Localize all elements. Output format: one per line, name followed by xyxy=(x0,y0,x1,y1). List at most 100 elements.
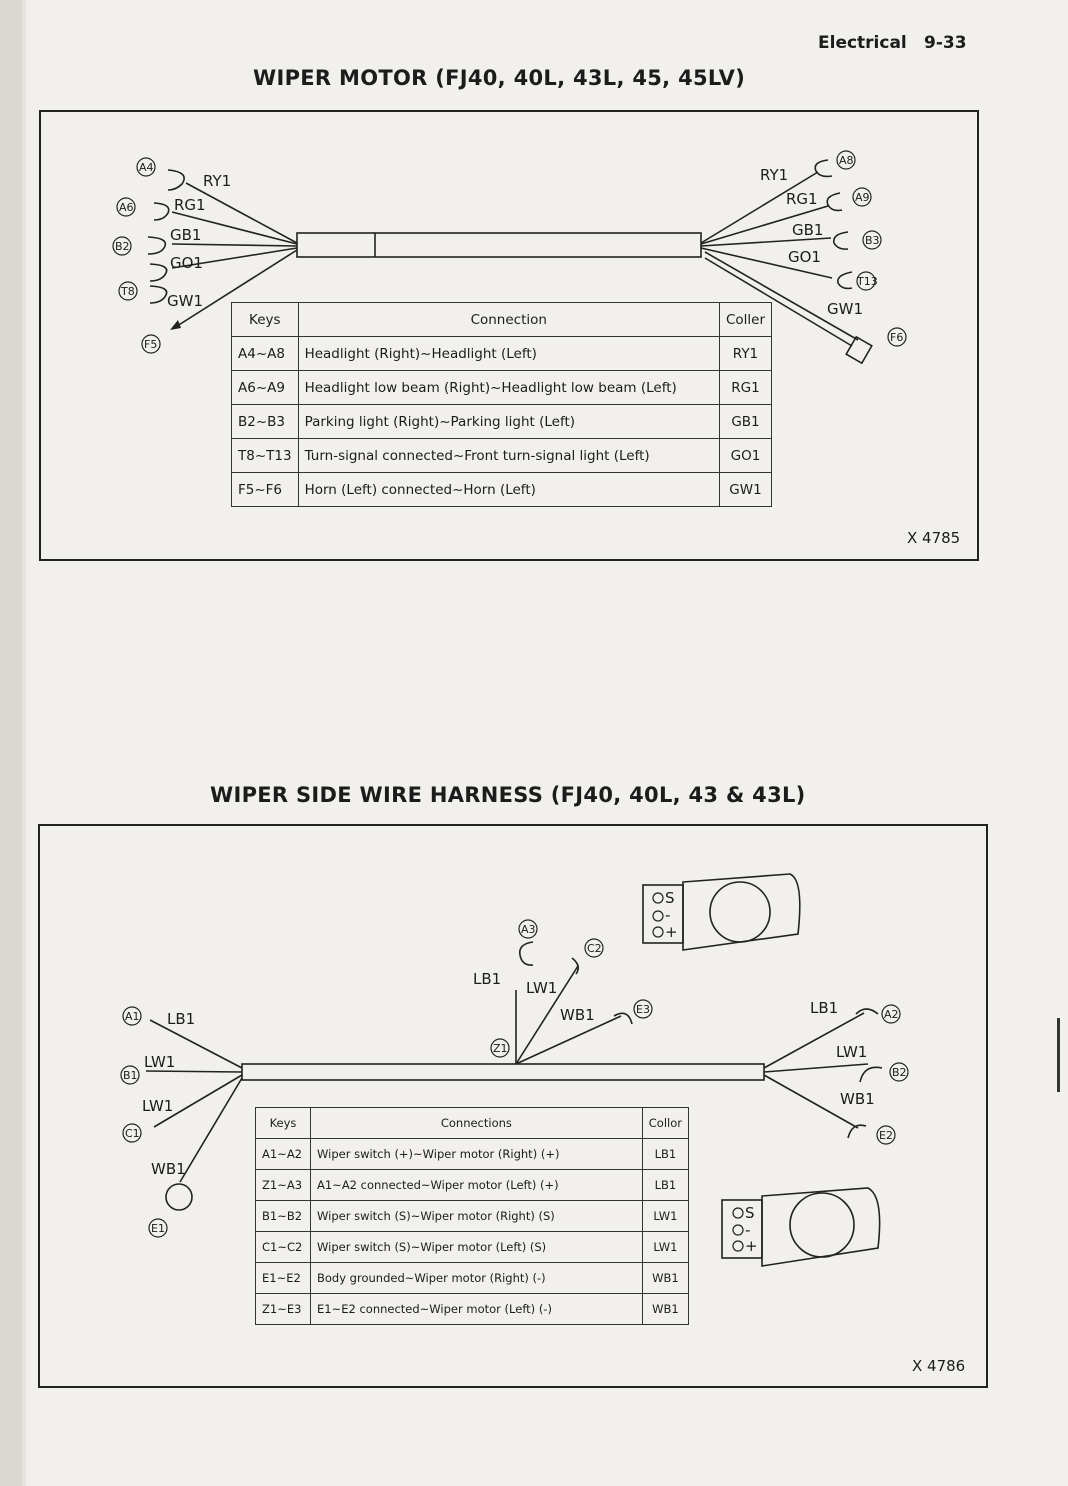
table-row: A6~A9 Headlight low beam (Right)~Headlig… xyxy=(231,370,773,405)
row-color: RG1 xyxy=(718,370,773,405)
wiper-harness-title: WIPER SIDE WIRE HARNESS (FJ40, 40L, 43 &… xyxy=(210,783,806,807)
side-harness-tube xyxy=(241,1063,765,1081)
header-connection: Connection xyxy=(297,302,720,337)
binding-mark xyxy=(1057,1018,1060,1092)
motor-right-wire-3: GB1 xyxy=(792,221,823,239)
row-connection: Body grounded~Wiper motor (Right) (-) xyxy=(310,1262,643,1294)
row-key: B1~B2 xyxy=(255,1200,311,1232)
harness-right-wire-3: WB1 xyxy=(840,1090,875,1108)
row-connection: Horn (Left) connected~Horn (Left) xyxy=(297,472,720,507)
row-connection: Wiper switch (S)~Wiper motor (Right) (S) xyxy=(310,1200,643,1232)
row-key: F5~F6 xyxy=(231,472,299,507)
harness-center-connector-2: A3 xyxy=(521,923,536,936)
row-connection: Turn-signal connected~Front turn-signal … xyxy=(297,438,720,473)
row-connection: Parking light (Right)~Parking light (Lef… xyxy=(297,404,720,439)
row-color: LW1 xyxy=(641,1200,690,1232)
harness-center-wire-2: LW1 xyxy=(526,979,557,997)
row-key: E1~E2 xyxy=(255,1262,311,1294)
row-connection: Headlight (Right)~Headlight (Left) xyxy=(297,336,720,371)
table-row: A1~A2 Wiper switch (+)~Wiper motor (Righ… xyxy=(255,1138,690,1170)
table-header-row: Keys Connection Coller xyxy=(231,302,773,337)
wiper-harness-frame xyxy=(38,824,988,1388)
row-color: LB1 xyxy=(641,1138,690,1170)
row-color: LB1 xyxy=(641,1169,690,1201)
harness-center-connector-4: E3 xyxy=(636,1003,650,1016)
row-color: WB1 xyxy=(641,1293,690,1325)
motor1-terminal-s: S xyxy=(665,889,675,907)
harness-left-connector-4: E1 xyxy=(151,1222,165,1235)
row-key: A1~A2 xyxy=(255,1138,311,1170)
harness-right-connector-3: E2 xyxy=(879,1129,893,1142)
motor-left-wire-2: RG1 xyxy=(174,196,206,214)
row-key: A4~A8 xyxy=(231,336,299,371)
harness-right-connector-1: A2 xyxy=(884,1008,899,1021)
motor2-terminal-minus: - xyxy=(745,1221,750,1239)
harness-center-connector-3: C2 xyxy=(587,942,602,955)
row-key: T8~T13 xyxy=(231,438,299,473)
wiper-motor-key-table: Keys Connection Coller A4~A8 Headlight (… xyxy=(231,302,773,507)
row-color: WB1 xyxy=(641,1262,690,1294)
header-color: Collor xyxy=(641,1107,690,1139)
motor-right-connector-4: T13 xyxy=(856,275,878,288)
motor-left-wire-3: GB1 xyxy=(170,226,201,244)
motor-right-wire-5: GW1 xyxy=(827,300,863,318)
motor-right-wire-4: GO1 xyxy=(788,248,821,266)
motor-left-wire-4: GO1 xyxy=(170,254,203,272)
motor-left-connector-5: F5 xyxy=(144,338,157,351)
wiper-motor-figure-number: X 4785 xyxy=(907,529,961,547)
motor-left-connector-1: A4 xyxy=(139,161,154,174)
motor1-terminal-plus: + xyxy=(665,923,678,941)
motor-right-wire-1: RY1 xyxy=(760,166,788,184)
page-number: 9-33 xyxy=(924,33,967,53)
row-color: GB1 xyxy=(718,404,773,439)
motor-left-connector-2: A6 xyxy=(119,201,134,214)
harness-left-wire-2: LW1 xyxy=(144,1053,175,1071)
motor-right-wire-2: RG1 xyxy=(786,190,818,208)
motor-right-connector-5: F6 xyxy=(890,331,903,344)
motor2-terminal-s: S xyxy=(745,1204,755,1222)
harness-right-connector-2: B2 xyxy=(892,1066,907,1079)
header-keys: Keys xyxy=(255,1107,311,1139)
motor-harness-tube xyxy=(296,232,702,258)
row-connection: Wiper switch (+)~Wiper motor (Right) (+) xyxy=(310,1138,643,1170)
row-connection: A1~A2 connected~Wiper motor (Left) (+) xyxy=(310,1169,643,1201)
header-keys: Keys xyxy=(231,302,299,337)
harness-left-wire-3: LW1 xyxy=(142,1097,173,1115)
motor-right-connector-3: B3 xyxy=(865,234,880,247)
harness-left-wire-1: LB1 xyxy=(167,1010,195,1028)
motor-left-wire-5: GW1 xyxy=(167,292,203,310)
section-name: Electrical xyxy=(818,33,907,53)
motor1-terminal-minus: - xyxy=(665,906,670,924)
row-key: A6~A9 xyxy=(231,370,299,405)
harness-center-wire-1: LB1 xyxy=(473,970,501,988)
motor-left-wire-1: RY1 xyxy=(203,172,231,190)
wiper-motor-frame xyxy=(39,110,979,561)
row-connection: Headlight low beam (Right)~Headlight low… xyxy=(297,370,720,405)
table-row: Z1~E3 E1~E2 connected~Wiper motor (Left)… xyxy=(255,1293,690,1325)
header-color: Coller xyxy=(718,302,773,337)
row-color: GW1 xyxy=(718,472,773,507)
table-header-row: Keys Connections Collor xyxy=(255,1107,690,1139)
table-row: C1~C2 Wiper switch (S)~Wiper motor (Left… xyxy=(255,1231,690,1263)
page-gutter-edge xyxy=(22,0,26,1486)
table-row: T8~T13 Turn-signal connected~Front turn-… xyxy=(231,438,773,473)
motor-left-connector-3: B2 xyxy=(115,240,130,253)
motor-left-connector-4: T8 xyxy=(120,285,135,298)
table-row: A4~A8 Headlight (Right)~Headlight (Left)… xyxy=(231,336,773,371)
harness-center-wire-3: WB1 xyxy=(560,1006,595,1024)
wiper-harness-key-table: Keys Connections Collor A1~A2 Wiper swit… xyxy=(255,1107,690,1325)
header-connections: Connections xyxy=(310,1107,643,1139)
harness-left-connector-2: B1 xyxy=(123,1069,138,1082)
wiper-motor-title: WIPER MOTOR (FJ40, 40L, 43L, 45, 45LV) xyxy=(253,66,746,90)
page-gutter xyxy=(0,0,22,1486)
harness-right-wire-1: LB1 xyxy=(810,999,838,1017)
row-color: RY1 xyxy=(718,336,773,371)
row-key: Z1~E3 xyxy=(255,1293,311,1325)
motor-right-connector-2: A9 xyxy=(855,191,870,204)
harness-center-connector-1: Z1 xyxy=(493,1042,508,1055)
harness-left-wire-4: WB1 xyxy=(151,1160,186,1178)
table-row: B2~B3 Parking light (Right)~Parking ligh… xyxy=(231,404,773,439)
row-key: C1~C2 xyxy=(255,1231,311,1263)
harness-left-connector-1: A1 xyxy=(125,1010,140,1023)
